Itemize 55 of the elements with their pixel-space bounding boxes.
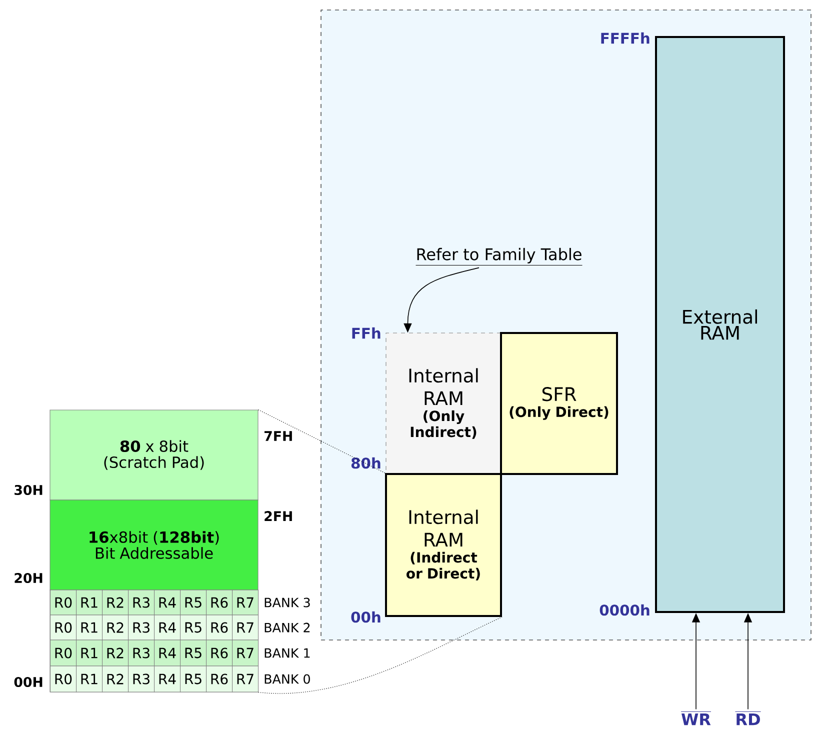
register-cell: R4 bbox=[154, 590, 181, 616]
register-cell: R7 bbox=[232, 590, 259, 616]
register-cell: R0 bbox=[50, 590, 77, 616]
memory-block: Internal RAM (Indirect or Direct) bbox=[385, 473, 502, 617]
address-label: 20H bbox=[14, 572, 42, 584]
reference-note: Refer to Family Table bbox=[416, 248, 582, 266]
bank-label: BANK 3 bbox=[264, 598, 310, 608]
register-cell: R5 bbox=[180, 666, 207, 692]
register-cell: R4 bbox=[154, 666, 181, 692]
register-cell: R2 bbox=[102, 590, 129, 616]
register-cell: R6 bbox=[206, 614, 233, 640]
register-cell: R3 bbox=[128, 590, 155, 616]
address-label: 7FH bbox=[264, 431, 292, 441]
memory-block: Internal RAM (Only Indirect) bbox=[386, 332, 502, 474]
register-cell: R4 bbox=[154, 614, 181, 640]
register-cell: R5 bbox=[180, 640, 207, 666]
memory-block: SFR (Only Direct) bbox=[500, 332, 618, 475]
address-label: 30H bbox=[14, 484, 42, 496]
address-label: 0000h bbox=[600, 604, 650, 616]
address-label: 00h bbox=[351, 611, 380, 623]
memory-block: 80 x 8bit (Scratch Pad) bbox=[50, 410, 258, 500]
connector-line bbox=[258, 409, 386, 474]
register-cell: R0 bbox=[50, 614, 77, 640]
register-cell: R4 bbox=[154, 640, 181, 666]
address-label: FFFFh bbox=[601, 32, 650, 44]
register-cell: R6 bbox=[206, 590, 233, 616]
register-cell: R1 bbox=[76, 666, 103, 692]
register-cell: R5 bbox=[180, 614, 207, 640]
register-cell: R1 bbox=[76, 614, 103, 640]
register-cell: R5 bbox=[180, 590, 207, 616]
address-label: 80h bbox=[351, 457, 380, 469]
register-cell: R7 bbox=[232, 640, 259, 666]
register-cell: R6 bbox=[206, 666, 233, 692]
bank-label: BANK 0 bbox=[264, 674, 310, 684]
register-cell: R1 bbox=[76, 640, 103, 666]
register-cell: R2 bbox=[102, 666, 129, 692]
register-cell: R0 bbox=[50, 666, 77, 692]
memory-block: 16x8bit (128bit) Bit Addressable bbox=[50, 500, 258, 590]
register-cell: R1 bbox=[76, 590, 103, 616]
register-cell: R0 bbox=[50, 640, 77, 666]
register-cell: R7 bbox=[232, 614, 259, 640]
address-label: 2FH bbox=[264, 511, 292, 521]
register-cell: R3 bbox=[128, 640, 155, 666]
memory-block: External RAM bbox=[655, 36, 785, 613]
address-label: FFh bbox=[352, 327, 380, 339]
signal-name: RD bbox=[734, 711, 762, 726]
signal-name: WR bbox=[680, 711, 712, 726]
register-cell: R7 bbox=[232, 666, 259, 692]
register-cell: R2 bbox=[102, 640, 129, 666]
register-cell: R3 bbox=[128, 666, 155, 692]
register-cell: R6 bbox=[206, 640, 233, 666]
register-cell: R2 bbox=[102, 614, 129, 640]
connector-line bbox=[258, 616, 502, 694]
bank-label: BANK 2 bbox=[264, 622, 310, 632]
register-cell: R3 bbox=[128, 614, 155, 640]
